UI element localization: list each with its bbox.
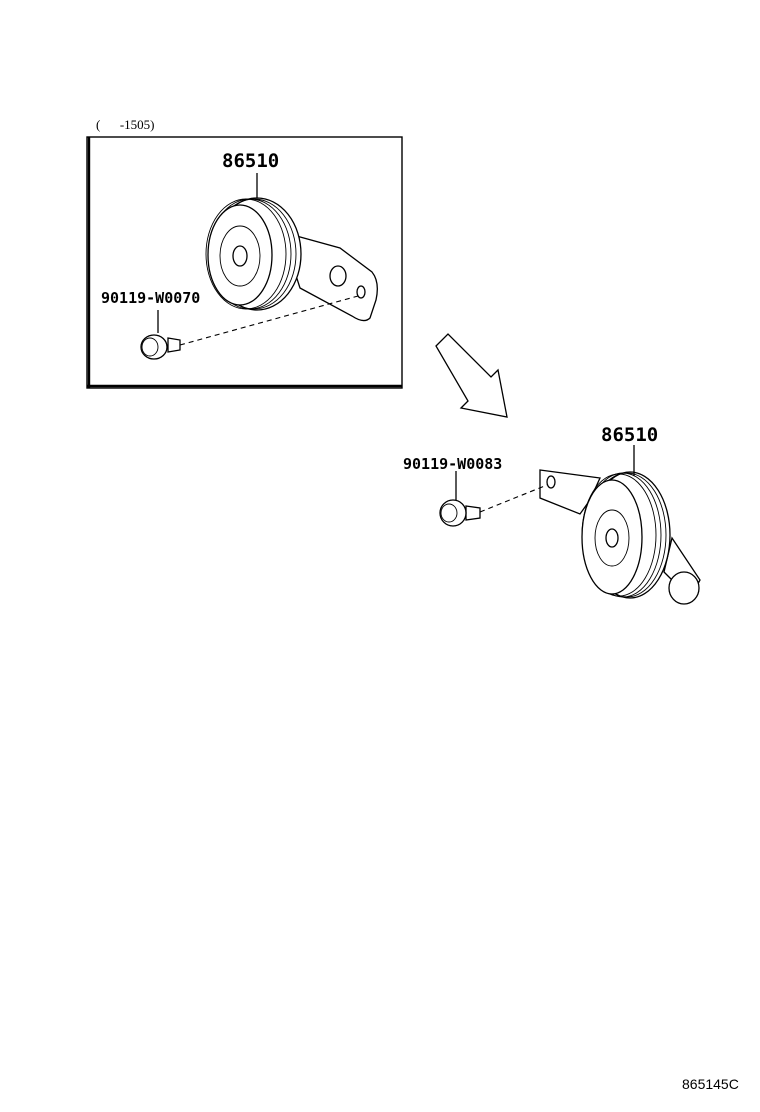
- new-bolt-illustration: [439, 471, 548, 527]
- old-bolt-part-number: 90119-W0070: [101, 289, 200, 307]
- old-horn-part-number: 86510: [222, 150, 279, 172]
- old-assembly-inset: 86510 90119-W0070: [86, 136, 403, 389]
- figure-code: 865145C: [682, 1076, 739, 1092]
- applicability-range-label: ( -1505): [96, 117, 155, 132]
- new-horn-face: [581, 479, 643, 595]
- new-horn-part-number: 86510: [601, 424, 658, 446]
- old-bolt-illustration: [140, 295, 359, 360]
- new-bolt-part-number: 90119-W0083: [403, 455, 502, 473]
- transition-arrow-icon: [435, 333, 508, 418]
- inset-frame: [86, 136, 403, 389]
- old-horn-illustration: [205, 173, 378, 322]
- old-horn-face: [207, 204, 273, 306]
- new-assembly: 86510 90119-W0083: [403, 424, 701, 605]
